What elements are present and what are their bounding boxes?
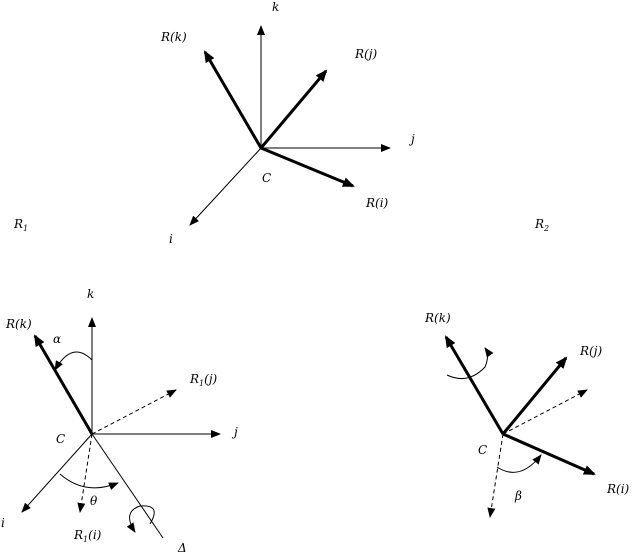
right-rj-label: R(j) (579, 344, 602, 358)
left-r1j-vector (91, 389, 177, 435)
top-rj-label: R(j) (354, 47, 377, 61)
right-frame: R(k) R(j) C β R(i) (424, 311, 630, 518)
theta-label: θ (90, 494, 98, 508)
right-ri-vector (502, 432, 596, 476)
right-dashed-j-vector (502, 389, 588, 435)
beta-arc-icon (496, 454, 542, 473)
left-k-label: k (87, 287, 94, 301)
delta-label: Δ (177, 541, 187, 554)
r2-label: R2 (534, 217, 549, 233)
delta-rotation-arrow-icon (126, 505, 155, 533)
top-ri-vector (260, 146, 355, 188)
theta-arc-icon (59, 473, 119, 491)
right-c-label: C (478, 443, 487, 457)
left-c-label: C (56, 432, 65, 446)
right-rk-vector (444, 335, 505, 435)
left-i-axis (21, 433, 93, 513)
top-i-axis (189, 147, 262, 226)
left-delta-axis (91, 433, 164, 539)
beta-label: β (514, 489, 522, 503)
top-rk-vector (203, 50, 263, 149)
top-k-label: k (272, 0, 279, 14)
top-ri-label: R(i) (365, 196, 389, 210)
top-c-label: C (262, 171, 271, 185)
top-rj-vector (259, 69, 328, 149)
right-rk-rotation-icon (446, 347, 494, 380)
right-rj-vector (501, 356, 568, 435)
alpha-arc-icon (54, 351, 93, 371)
right-rk-label: R(k) (424, 311, 451, 325)
left-j-label: j (231, 425, 238, 439)
left-r1j-label: R1(j) (189, 372, 218, 388)
left-rk-label: R(k) (5, 317, 32, 331)
left-rk-vector (33, 334, 94, 435)
right-ri-label: R(i) (606, 482, 630, 496)
alpha-label: α (53, 332, 61, 346)
top-rk-label: R(k) (160, 30, 187, 44)
top-j-label: j (408, 132, 415, 146)
r1-label: R1 (13, 217, 28, 233)
top-i-label: i (169, 232, 173, 246)
right-dashed-i-vector (487, 433, 504, 518)
top-frame: k R(k) R(j) j C R(i) i (160, 0, 415, 246)
left-r1i-label: R1(i) (73, 528, 102, 544)
left-frame: k R(k) α R1(j) C j θ i R1(i) Δ (1, 287, 238, 554)
left-i-label: i (1, 516, 5, 530)
left-r1i-vector (77, 433, 93, 513)
